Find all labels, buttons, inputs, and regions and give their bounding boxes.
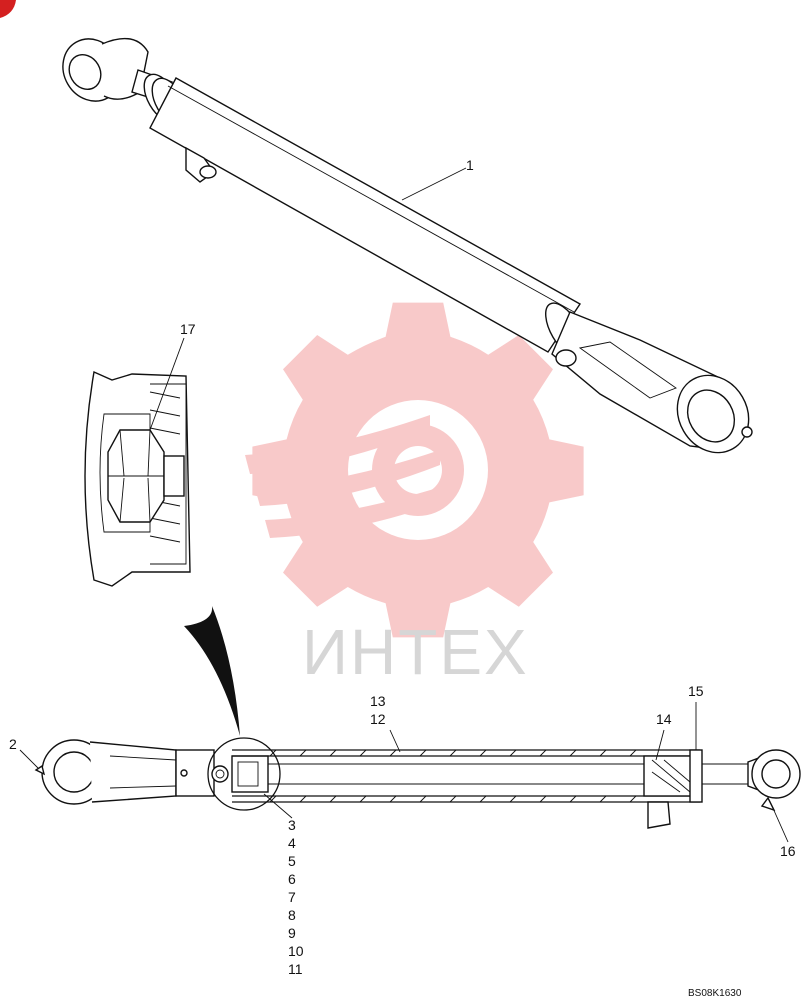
- callout-4: 4: [288, 835, 296, 851]
- drawing-code: BS08K1630: [688, 988, 742, 999]
- detail-circle: [207, 737, 281, 811]
- watermark-logo: ИНТЕХ: [245, 302, 584, 688]
- watermark-text: ИНТЕХ: [302, 616, 529, 688]
- callout-leader-17: [149, 337, 185, 431]
- callout-1: 1: [466, 157, 474, 173]
- callout-14: 14: [656, 711, 672, 727]
- watermark-swoosh: [245, 415, 450, 538]
- callout-leader-3: [263, 793, 293, 819]
- callout-leader-14: [655, 729, 665, 761]
- callout-3: 3: [288, 817, 296, 833]
- callout-12: 12: [370, 711, 386, 727]
- callout-9: 9: [288, 925, 296, 941]
- callout-8: 8: [288, 907, 296, 923]
- inset-pointer-icon: [184, 606, 240, 736]
- callout-leader-12: [389, 729, 401, 753]
- corner-mark-icon: [0, 0, 16, 18]
- callout-2: 2: [9, 736, 17, 752]
- callout-15: 15: [688, 683, 704, 699]
- cylinder-section-view: [34, 739, 801, 829]
- callout-13: 13: [370, 693, 386, 709]
- callout-16: 16: [780, 843, 796, 859]
- callout-10: 10: [288, 943, 304, 959]
- callout-7: 7: [288, 889, 296, 905]
- callout-leader-16: [771, 805, 789, 843]
- cylinder-isometric-view: [62, 37, 753, 454]
- callout-5: 5: [288, 853, 296, 869]
- callout-6: 6: [288, 871, 296, 887]
- callout-17: 17: [180, 321, 196, 337]
- callout-11: 11: [288, 961, 303, 977]
- callout-leader-2: [19, 749, 39, 769]
- callout-leader-1: [401, 167, 467, 201]
- detail-inset: [84, 370, 191, 587]
